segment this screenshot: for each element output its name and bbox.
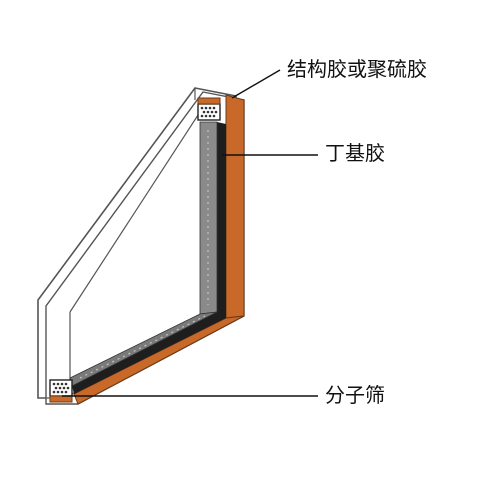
outer-sealant-right	[225, 94, 245, 319]
leader-line-structural	[231, 69, 281, 99]
spacer-profile-top	[197, 97, 221, 121]
label-molecular-sieve: 分子筛	[325, 383, 385, 407]
outer-sealant-bottom	[73, 315, 245, 405]
label-structural-sealant: 结构胶或聚硫胶	[287, 57, 427, 81]
label-butyl-sealant: 丁基胶	[325, 141, 385, 165]
spacer-right	[199, 121, 218, 315]
butyl-right	[217, 122, 226, 318]
butyl-bottom	[72, 312, 226, 394]
glass-inner-edge-slant	[69, 111, 201, 313]
spacer-profile-bottom	[49, 379, 73, 403]
